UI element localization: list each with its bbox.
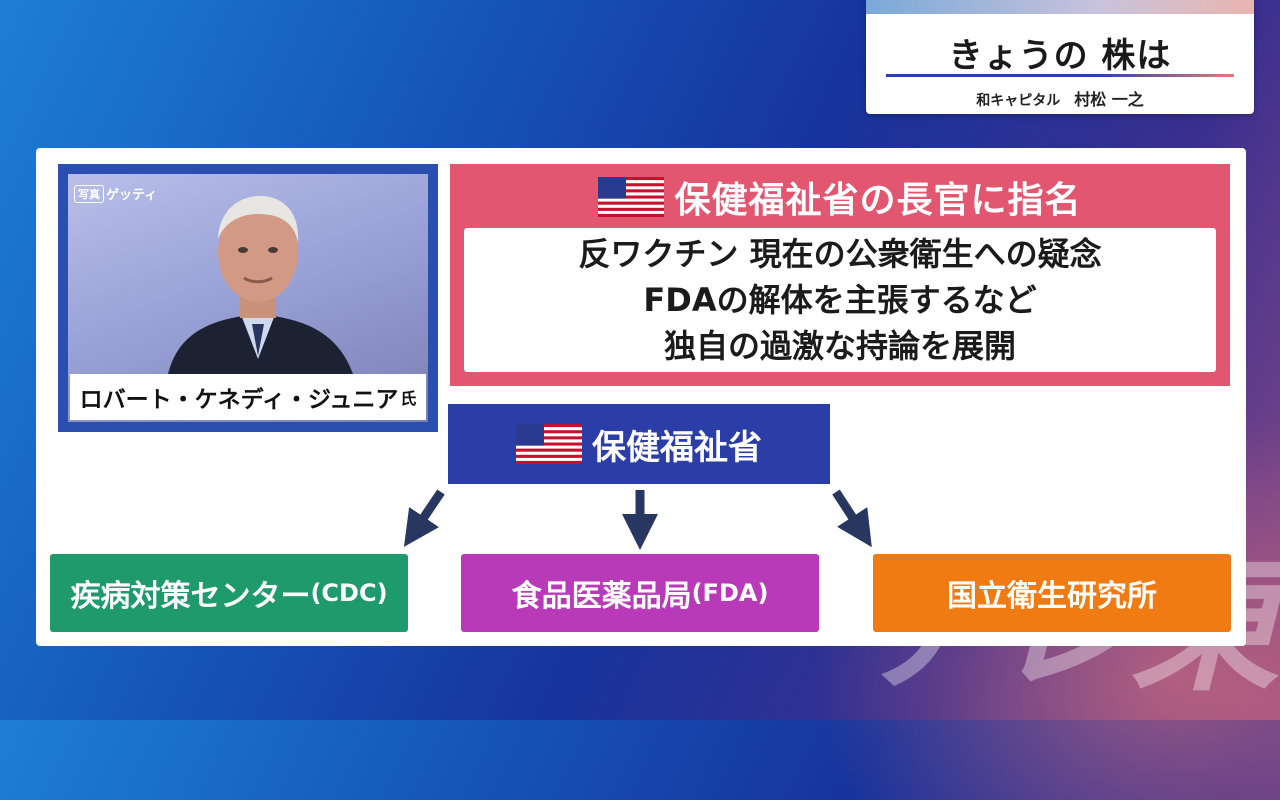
title-rule	[886, 74, 1234, 77]
photo-credit-source: ゲッティ	[106, 188, 158, 203]
nomination-line-2: FDAの解体を主張するなど	[643, 281, 1037, 319]
nomination-title-row: 保健福祉省の長官に指名	[450, 172, 1230, 222]
nomination-box: 保健福祉省の長官に指名 反ワクチン 現在の公衆衛生への疑念 FDAの解体を主張す…	[450, 164, 1230, 386]
agency-nih-name: 国立衛生研究所	[947, 579, 1157, 614]
nomination-details: 反ワクチン 現在の公衆衛生への疑念 FDAの解体を主張するなど 独自の過激な持論…	[464, 228, 1216, 372]
presenter-line: 和キャピタル村松 一之	[866, 86, 1254, 110]
person-honorific: 氏	[400, 389, 417, 408]
photo-credit: 写真 ゲッティ	[74, 184, 157, 203]
agency-fda-name: 食品医薬品局	[511, 579, 692, 614]
nomination-title: 保健福祉省の長官に指名	[674, 180, 1082, 221]
person-name: ロバート・ケネディ・ジュニア	[79, 387, 399, 413]
arrow-to-nih	[832, 489, 872, 548]
presenter-company: 和キャピタル	[976, 93, 1061, 109]
us-flag-icon	[598, 177, 665, 217]
main-panel: 写真 ゲッティ ロバート・ケネディ・ジュニア氏	[36, 148, 1246, 646]
agency-fda-abbr: (FDA)	[691, 579, 769, 607]
department-label: 保健福祉省	[592, 427, 762, 468]
title-card-strip	[866, 0, 1254, 14]
segment-title: きょうの 株は	[948, 36, 1172, 76]
person-name-caption: ロバート・ケネディ・ジュニア氏	[70, 374, 426, 420]
portrait-photo: 写真 ゲッティ ロバート・ケネディ・ジュニア氏	[68, 174, 428, 422]
agency-cdc-abbr: (CDC)	[310, 579, 388, 607]
us-flag-icon	[516, 424, 582, 464]
agency-cdc: 疾病対策センター(CDC)	[50, 554, 408, 632]
department-box: 保健福祉省	[448, 404, 830, 484]
segment-title-card: きょうの 株は 和キャピタル村松 一之	[866, 0, 1254, 114]
photo-credit-tag: 写真	[74, 184, 104, 203]
nomination-line-1: 反ワクチン 現在の公衆衛生への疑念	[578, 235, 1102, 273]
agency-fda: 食品医薬品局(FDA)	[461, 554, 819, 632]
agency-nih: 国立衛生研究所	[873, 554, 1231, 632]
nomination-line-3: 独自の過激な持論を展開	[663, 327, 1016, 365]
arrow-to-cdc	[403, 489, 445, 547]
person-silhouette	[168, 196, 353, 374]
hierarchy-arrows	[403, 489, 872, 550]
agency-cdc-name: 疾病対策センター	[70, 579, 311, 614]
presenter-name: 村松 一之	[1074, 90, 1144, 109]
photo-frame: 写真 ゲッティ ロバート・ケネディ・ジュニア氏	[58, 164, 438, 432]
